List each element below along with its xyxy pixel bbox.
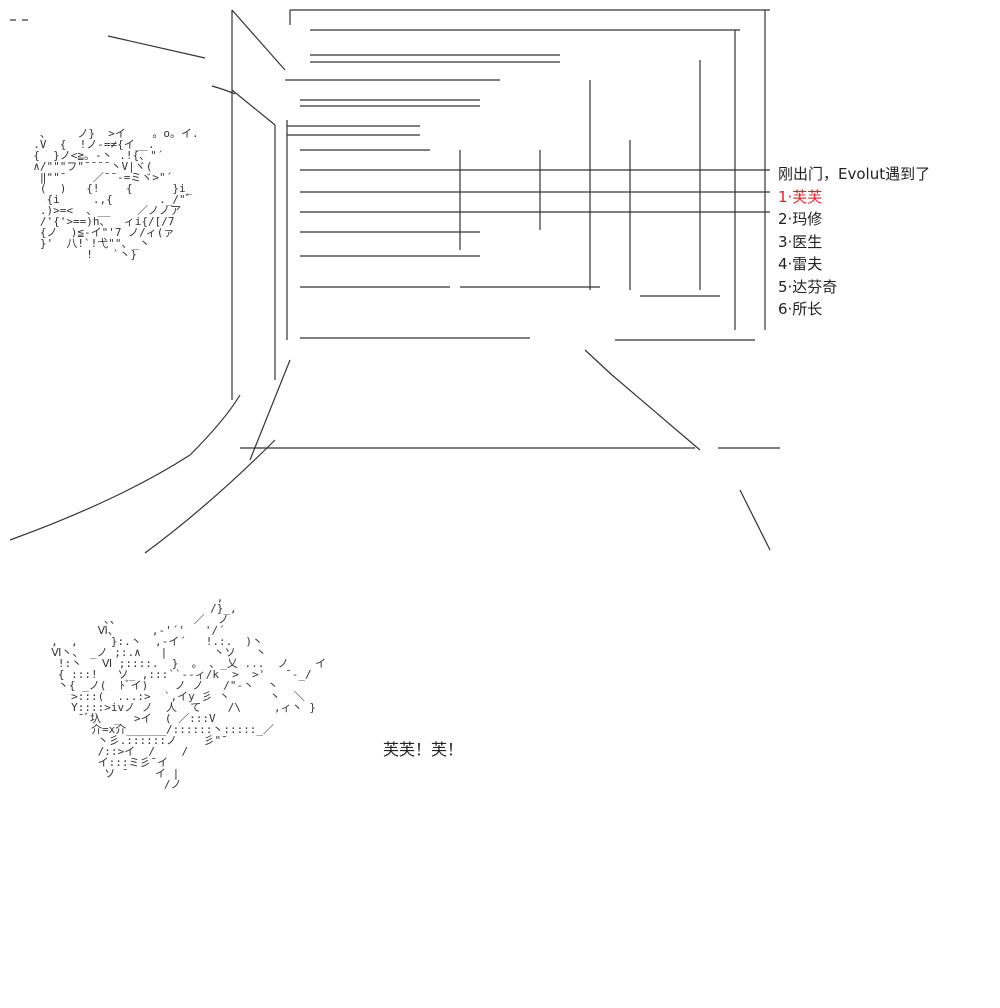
menu-option-6[interactable]: 6·所长	[778, 300, 823, 318]
character-face-ascii-art: 、 ノ} >イ 。o。イ. .V { !ノ-=≠{イ__. { }ノ<≧。-丶 …	[33, 127, 199, 261]
fufu-speech: 芙芙！芙！	[383, 740, 464, 759]
window-frame	[285, 10, 770, 341]
menu-option-2[interactable]: 2·玛修	[778, 210, 823, 228]
wall-pillar-left	[231, 9, 770, 400]
menu-option-3[interactable]: 3·医生	[778, 232, 823, 251]
menu-option-1[interactable]: 1·芙芙	[778, 187, 823, 206]
fufu-ascii-art: , /}_, ､、 ／ ノ Ⅵ、 ,-'´' '/´ , , }:.丶 ,-イ´…	[51, 591, 327, 791]
left-arc-lines	[9, 35, 276, 554]
floor-lines	[240, 349, 780, 551]
choice-menu: 刚出门，Evolut遇到了 1·芙芙 2·玛修 3·医生 4·雷夫 5·达芬奇 …	[778, 163, 930, 321]
menu-title: 刚出门，Evolut遇到了	[778, 165, 931, 183]
menu-option-4[interactable]: 4·雷夫	[778, 255, 823, 273]
menu-option-5[interactable]: 5·达芬奇	[778, 277, 838, 296]
